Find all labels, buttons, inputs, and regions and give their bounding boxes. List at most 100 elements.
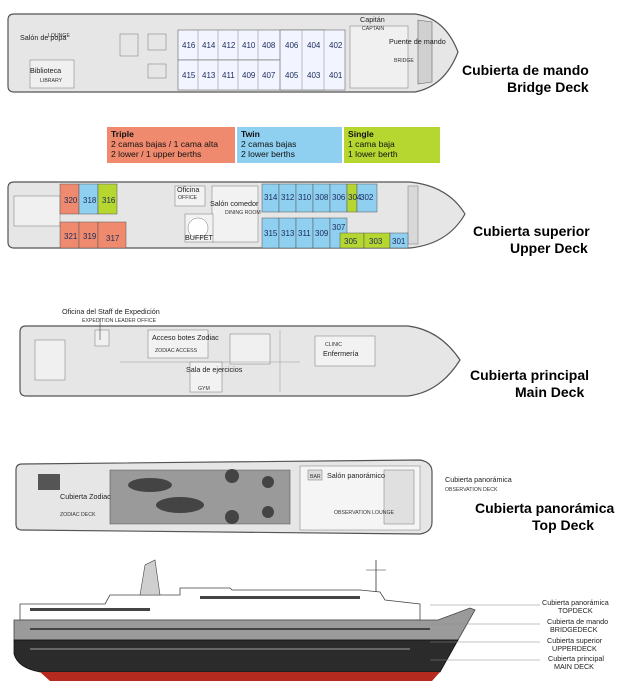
oficina-label: Oficina <box>177 185 199 194</box>
dining-label: DINING ROOM <box>225 210 261 216</box>
cabin-label: 307 <box>332 223 346 232</box>
bridge-cabin: 409 <box>242 71 256 80</box>
observation-deck-label: OBSERVATION DECK <box>445 487 498 493</box>
bridge-cabin: 403 <box>307 71 321 80</box>
legend-single: Single 1 cama baja 1 lower berth <box>344 127 440 163</box>
bridge-cabin: 404 <box>307 41 321 50</box>
salon-panoramico-label: Salón panorámico <box>327 471 385 480</box>
upper-deck-title-en: Upper Deck <box>510 240 588 256</box>
legend-triple-line1: 2 camas bajas / 1 cama alta <box>111 139 218 149</box>
office-label: OFFICE <box>178 195 198 201</box>
ship-profile <box>13 559 476 681</box>
profile-topdeck-es: Cubierta panorámica <box>542 598 609 607</box>
upper-cabin-302 <box>356 183 378 213</box>
gym-label: GYM <box>198 386 210 392</box>
top-deck-plan <box>15 459 433 535</box>
cabin-label: 303 <box>369 237 383 246</box>
cabin-label: 302 <box>360 193 374 202</box>
zodiac-storage <box>38 474 60 490</box>
legend-triple: Triple 2 camas bajas / 1 cama alta 2 low… <box>107 127 235 163</box>
acceso-label: Acceso botes Zodiac <box>152 333 219 342</box>
bridge-deck-title-es: Cubierta de mando <box>462 62 589 78</box>
profile-upperdeck-es: Cubierta superior <box>547 636 603 645</box>
bridge-cabin: 406 <box>285 41 299 50</box>
cabin-label: 320 <box>64 196 78 205</box>
legend-single-title: Single <box>348 129 374 139</box>
expedition-office-label: EXPEDITION LEADER OFFICE <box>82 318 157 324</box>
biblioteca-label: Biblioteca <box>30 66 61 75</box>
salon-popa-label: Salón de popa <box>20 33 66 42</box>
bridge-cabin: 408 <box>262 41 276 50</box>
bridge-label: BRIDGE <box>394 58 414 64</box>
sala-label: Sala de ejercicios <box>186 365 243 374</box>
legend-twin-line2: 2 lower berths <box>241 149 295 159</box>
cabin-label: 314 <box>264 193 278 202</box>
cabin-label: 311 <box>298 229 311 238</box>
main-deck-title-es: Cubierta principal <box>470 367 589 383</box>
top-deck-title-es: Cubierta panorámica <box>475 500 614 516</box>
zodiac-deck-label: ZODIAC DECK <box>60 512 96 518</box>
profile-topdeck-en: TOPDECK <box>558 606 593 615</box>
library-label: LIBRARY <box>40 78 63 84</box>
cabin-label: 321 <box>64 232 78 241</box>
profile-upperdeck-en: UPPERDECK <box>552 644 597 653</box>
cabin-label: 312 <box>281 193 295 202</box>
bridge-deck-plan: 416 414 412 410 408 406 404 402 415 413 … <box>7 13 459 93</box>
cabin-label: 309 <box>315 229 329 238</box>
cabin-label: 319 <box>83 232 97 241</box>
buffet-label: BUFFET <box>185 233 214 242</box>
bridge-cabin: 414 <box>202 41 216 50</box>
main-deck-title-en: Main Deck <box>515 384 584 400</box>
upper-deck-title-es: Cubierta superior <box>473 223 590 239</box>
profile-bridgedeck-en: BRIDGEDECK <box>550 625 598 634</box>
bridge-cabin: 415 <box>182 71 196 80</box>
bridge-cabin: 407 <box>262 71 276 80</box>
profile-maindeck-es: Cubierta principal <box>548 654 604 663</box>
legend-single-line1: 1 cama baja <box>348 139 395 149</box>
enfermeria-label: Enfermería <box>323 349 359 358</box>
main-deck-plan <box>19 325 461 397</box>
zodiac-access-label: ZODIAC ACCESS <box>155 348 198 354</box>
legend-triple-title: Triple <box>111 129 134 139</box>
upper-cabin-317 <box>97 221 127 249</box>
cabin-label: 306 <box>332 193 346 202</box>
bridge-cabin: 416 <box>182 41 196 50</box>
cubierta-zodiac-label: Cubierta Zodiac <box>60 492 111 501</box>
salon-comedor-label: Salón comedor <box>210 199 259 208</box>
bridge-cabin: 401 <box>329 71 343 80</box>
legend-triple-line2: 2 lower / 1 upper berths <box>111 149 202 159</box>
bridge-deck-title-en: Bridge Deck <box>507 79 589 95</box>
top-deck-title-en: Top Deck <box>532 517 594 533</box>
observation-lounge-label: OBSERVATION LOUNGE <box>334 510 394 516</box>
legend-single-line2: 1 lower berth <box>348 149 398 159</box>
bridge-cabin: 411 <box>222 71 235 80</box>
upper-cabin-301 <box>389 232 409 249</box>
cabin-label: 316 <box>102 196 116 205</box>
clinic-label: CLINIC <box>325 342 342 348</box>
bridge-cabin: 412 <box>222 41 236 50</box>
capitan-label: Capitán <box>360 15 385 24</box>
legend-twin: Twin 2 camas bajas 2 lower berths <box>237 127 342 163</box>
bridge-cabin: 410 <box>242 41 256 50</box>
cabin-label: 313 <box>281 229 295 238</box>
bridge-cabin: 413 <box>202 71 216 80</box>
bridge-cabins <box>177 29 346 91</box>
cabin-label: 317 <box>106 234 120 243</box>
lounge-label: LOUNGE <box>48 33 70 39</box>
puente-label: Puente de mando <box>389 37 446 46</box>
legend-twin-title: Twin <box>241 129 260 139</box>
cabin-label: 308 <box>315 193 329 202</box>
cabin-label: 301 <box>392 237 406 246</box>
cabin-label: 315 <box>264 229 278 238</box>
cabin-label: 318 <box>83 196 97 205</box>
oficina-staff-label: Oficina del Staff de Expedición <box>62 307 160 316</box>
bridge-cabin: 402 <box>329 41 343 50</box>
cabin-label: 305 <box>344 237 358 246</box>
legend-twin-line1: 2 camas bajas <box>241 139 297 149</box>
profile-maindeck-en: MAIN DECK <box>554 662 594 671</box>
cabin-label: 304 <box>348 193 362 202</box>
profile-bridgedeck-es: Cubierta de mando <box>547 617 608 626</box>
cabin-label: 310 <box>298 193 312 202</box>
upper-cabin-316 <box>97 183 118 215</box>
